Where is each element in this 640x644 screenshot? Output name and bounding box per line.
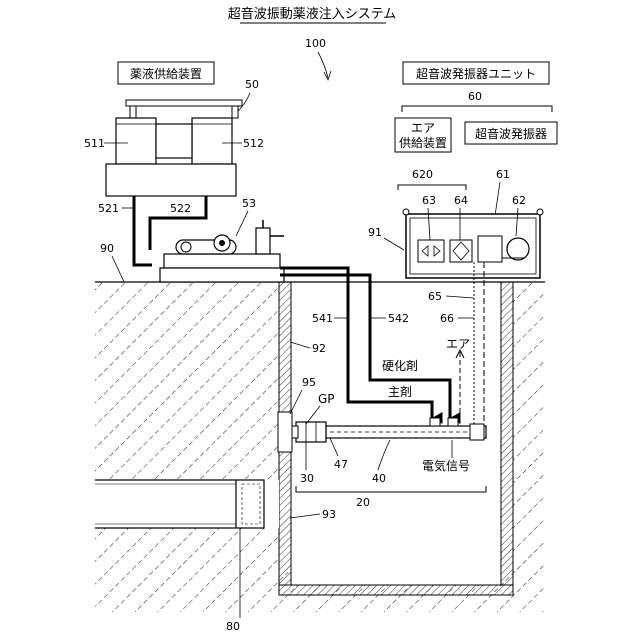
ref-521: 521 [98, 202, 119, 215]
ref-62: 62 [512, 194, 526, 207]
oscillator-61 [478, 236, 502, 262]
supply-base [106, 164, 236, 196]
unit-lug-right [537, 209, 543, 215]
injection-valve-block [256, 228, 270, 254]
oscillator-label: 超音波発振器 [475, 126, 547, 141]
leader-100 [318, 52, 328, 78]
oscillator-62 [507, 238, 529, 260]
ultrasonic-unit-label: 超音波発振器ユニット [416, 66, 536, 81]
supply-frame-post-right [232, 106, 238, 118]
ref-63: 63 [422, 194, 436, 207]
main-agent-label: 主剤 [388, 384, 412, 399]
electric-signal-label: 電気信号 [422, 458, 470, 473]
ref-40: 40 [372, 472, 386, 485]
ref-93: 93 [322, 508, 336, 521]
shaft-wall-right [501, 282, 513, 585]
unit-bracket [402, 106, 552, 112]
diagram-title: 超音波振動薬液注入システム [228, 6, 397, 22]
gp-label: GP [318, 392, 335, 406]
injection-pipe-40 [326, 426, 486, 438]
ref-66: 66 [440, 312, 454, 325]
ref-47: 47 [334, 458, 348, 471]
ref-80: 80 [226, 620, 240, 633]
air-supply-label-1: エア [411, 121, 435, 135]
ref-61: 61 [496, 168, 510, 181]
ref-100: 100 [305, 37, 326, 50]
air-supply-label-2: 供給装置 [399, 136, 447, 150]
pipe-nozzle-1 [430, 418, 440, 426]
hardener-label: 硬化剤 [382, 358, 418, 373]
tank-512 [192, 118, 232, 164]
ref-30: 30 [300, 472, 314, 485]
tank-511 [116, 118, 156, 164]
supply-frame-top [126, 100, 242, 106]
injection-wheel-1 [181, 242, 191, 252]
ref-65: 65 [428, 290, 442, 303]
air-label: エア [446, 337, 470, 351]
leader-53 [236, 211, 248, 236]
wall-opening-95 [278, 412, 292, 452]
ref-511: 511 [84, 137, 105, 150]
pipe-nozzle-2 [448, 418, 458, 426]
leader-91 [384, 238, 404, 250]
ref-20: 20 [356, 496, 370, 509]
ground-right [513, 282, 545, 572]
ref-50: 50 [245, 78, 259, 91]
packer-30 [296, 422, 326, 442]
unit-lug-left [403, 209, 409, 215]
ref-522: 522 [170, 202, 191, 215]
shaft-floor [279, 585, 513, 595]
ref-91: 91 [368, 226, 382, 239]
ref-90: 90 [100, 242, 114, 255]
bracket-620 [398, 185, 466, 190]
injection-unit-deck [160, 268, 284, 282]
ref-542: 542 [388, 312, 409, 325]
injection-wheel-3 [219, 240, 225, 246]
ref-512: 512 [243, 137, 264, 150]
ref-95: 95 [302, 376, 316, 389]
ref-92: 92 [312, 342, 326, 355]
pipe-end-cap [470, 424, 484, 440]
injection-unit-base [164, 254, 280, 268]
ref-60: 60 [468, 90, 482, 103]
ref-64: 64 [454, 194, 468, 207]
supply-frame-post-left [130, 106, 136, 118]
ref-620: 620 [412, 168, 433, 181]
supply-pump [156, 124, 192, 158]
ref-541: 541 [312, 312, 333, 325]
chem-supply-label: 薬液供給装置 [130, 66, 202, 81]
leader-90 [112, 256, 124, 282]
ref-53: 53 [242, 197, 256, 210]
